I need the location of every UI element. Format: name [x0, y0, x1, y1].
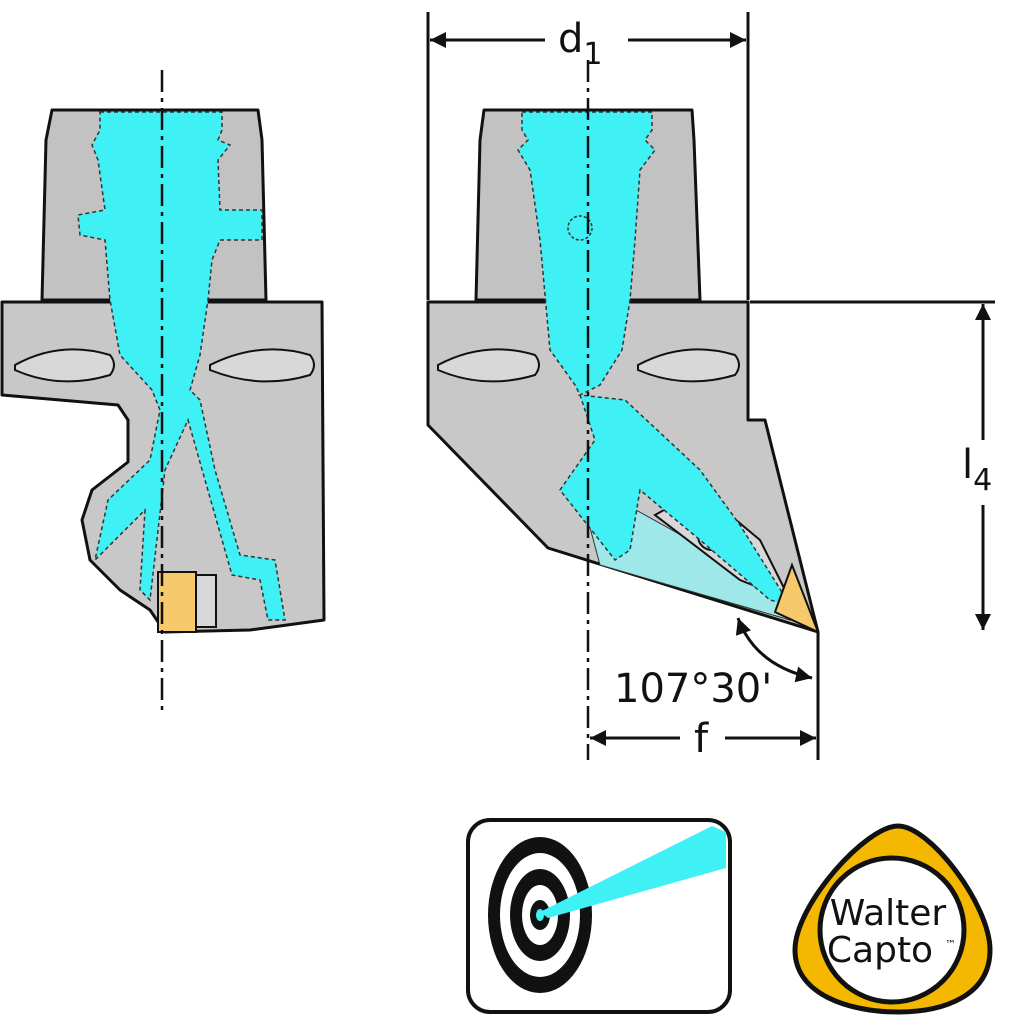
dimension-l4: l4	[750, 300, 995, 630]
left-insert-seat	[195, 574, 217, 628]
dimension-d1: d1	[426, 12, 750, 300]
walter-capto-logo: Walter Capto ™	[792, 823, 993, 1015]
logo-line2: Capto	[827, 930, 933, 971]
logo-line1: Walter	[830, 893, 947, 934]
logo-trademark: ™	[945, 938, 956, 951]
left-insert	[157, 571, 197, 633]
l4-label: l4	[962, 442, 992, 498]
coolant-port-icon	[567, 215, 593, 241]
angle-label: 107°30'	[614, 666, 772, 712]
d1-label: d1	[558, 16, 602, 72]
f-label: f	[694, 716, 709, 762]
right-coolant-channel	[517, 111, 792, 607]
side-view	[0, 70, 326, 715]
left-key-slot-right	[209, 348, 315, 383]
left-coolant-channel	[77, 111, 286, 621]
right-key-slot-right	[637, 348, 740, 383]
front-view	[426, 60, 820, 760]
target-with-coolant-jet-icon	[466, 818, 732, 1014]
dimension-angle: 107°30'	[614, 617, 813, 712]
left-key-slot-left	[14, 348, 115, 383]
dimension-f: f	[590, 632, 820, 762]
right-key-slot-left	[437, 348, 540, 383]
